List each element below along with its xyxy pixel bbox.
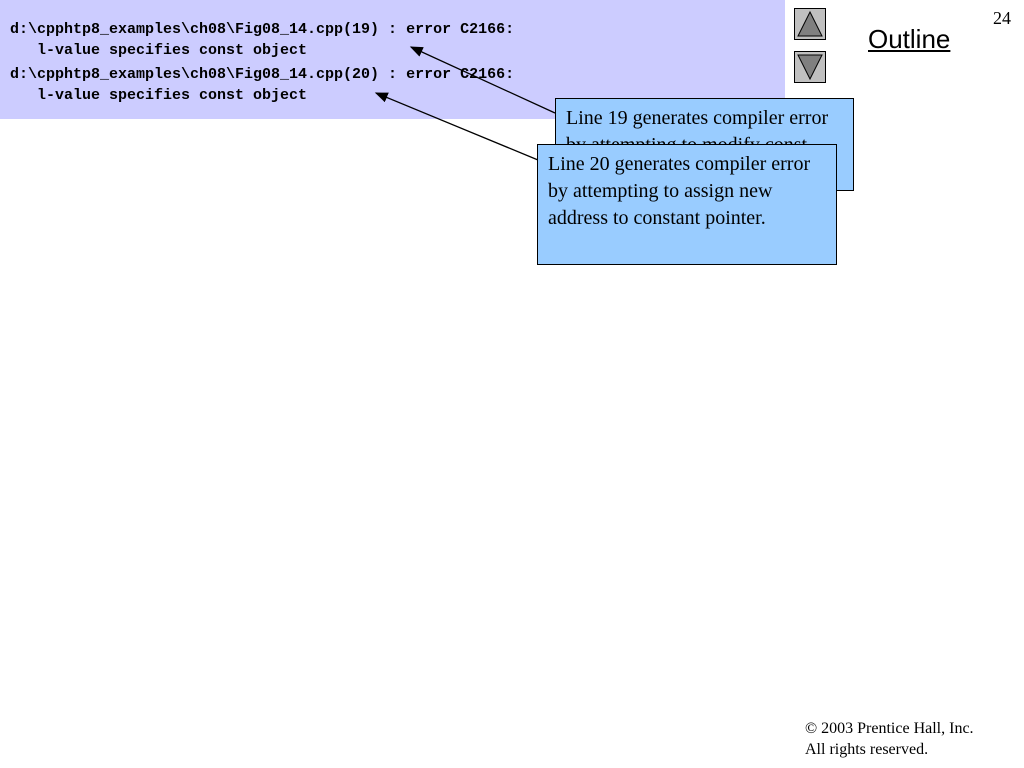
callout-line-20: Line 20 generates compiler error by atte… [537, 144, 837, 265]
triangle-up-icon [797, 10, 823, 37]
error-line-19-message: l-value specifies const object [10, 42, 308, 59]
previous-slide-button[interactable] [794, 8, 826, 40]
next-slide-button[interactable] [794, 51, 826, 83]
copyright-notice: © 2003 Prentice Hall, Inc. All rights re… [805, 718, 974, 760]
copyright-line-2: All rights reserved. [805, 741, 929, 758]
arrow-line-19 [409, 46, 556, 114]
error-line-20-message: l-value specifies const object [10, 87, 308, 104]
copyright-line-1: © 2003 Prentice Hall, Inc. [805, 720, 974, 737]
error-line-19-path: d:\cpphtp8_examples\ch08\Fig08_14.cpp(19… [10, 21, 515, 38]
arrow-line-20 [374, 92, 539, 161]
error-line-20-path: d:\cpphtp8_examples\ch08\Fig08_14.cpp(20… [10, 66, 515, 83]
outline-link[interactable]: Outline [868, 24, 951, 54]
triangle-down-icon [797, 54, 823, 81]
slide-number: 24 [993, 8, 1011, 28]
